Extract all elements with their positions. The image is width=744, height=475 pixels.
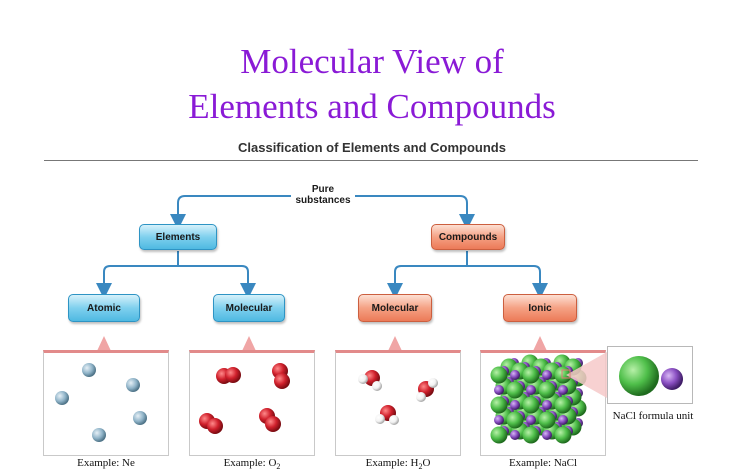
example-ne: Example: Ne: [77, 457, 135, 469]
water-molecules: [358, 370, 438, 425]
sodium-ion: [542, 400, 552, 410]
o2-molecule: [259, 408, 281, 432]
panel-ionic-nacl: [480, 350, 606, 456]
connector-compounds-ionic: [467, 265, 548, 299]
chloride-ion: [522, 366, 540, 384]
sodium-ion: [558, 415, 568, 425]
chloride-ion: [554, 396, 572, 414]
sodium-ion: [494, 385, 504, 395]
chloride-ion: [490, 396, 508, 414]
inset-label: NaCl formula unit: [612, 410, 694, 422]
sodium-ion: [510, 370, 520, 380]
connector-elements-molecular: [178, 265, 256, 299]
pointer-molecular-elements: [242, 336, 256, 351]
title-line-1: Molecular View of: [240, 42, 504, 81]
node-ionic: Ionic: [503, 294, 577, 322]
pointer-molecular-compounds: [388, 336, 402, 351]
node-pure-substances: Pure substances: [290, 176, 356, 214]
oxygen-molecules: [199, 363, 290, 434]
node-atomic: Atomic: [68, 294, 140, 322]
example-h2o-subscript: 2: [418, 462, 423, 472]
example-h2o-prefix: Example: H: [365, 457, 419, 469]
chloride-ion: [506, 411, 524, 429]
o2-molecule: [199, 413, 223, 434]
chloride-ion: [506, 381, 524, 399]
sodium-ion: [558, 385, 568, 395]
sodium-ion: [542, 370, 552, 380]
ne-atom: [133, 411, 147, 425]
sodium-ion: [542, 430, 552, 440]
sodium-ion: [526, 415, 536, 425]
example-o2: Example: O2: [189, 457, 315, 471]
ne-atom: [126, 378, 140, 392]
ne-atom: [92, 428, 106, 442]
divider-rule: [44, 160, 698, 161]
node-molecular-elements: Molecular: [213, 294, 285, 322]
chloride-ion: [538, 381, 556, 399]
connector-pure-compounds: [355, 195, 475, 230]
sodium-ion: [510, 430, 520, 440]
example-h2o-suffix: O: [422, 457, 431, 469]
panel-molecular-o2: [189, 350, 315, 456]
nacl-formula-unit: [619, 356, 683, 396]
ne-atom: [82, 363, 96, 377]
sodium-ion: [661, 368, 683, 390]
panel-molecular-h2o: [335, 350, 461, 456]
example-nacl: Example: NaCl: [508, 457, 578, 469]
example-o2-prefix: Example: O: [223, 457, 277, 469]
connector-compounds-molecular: [387, 265, 467, 299]
connector-pure-elements: [170, 195, 291, 230]
sodium-ion: [510, 400, 520, 410]
sodium-ion: [494, 415, 504, 425]
ne-atom: [55, 391, 69, 405]
chloride-ion: [538, 411, 556, 429]
node-compounds: Compounds: [431, 224, 505, 250]
diagram-subtitle: Classification of Elements and Compounds: [238, 140, 506, 155]
connector-elements-atomic: [96, 265, 178, 299]
nacl-crystal-lattice: [490, 354, 587, 444]
chloride-ion: [554, 426, 572, 444]
sodium-ion: [526, 385, 536, 395]
o2-molecule: [216, 367, 241, 384]
node-pure-line-2: substances: [295, 195, 351, 206]
chloride-ion: [522, 396, 540, 414]
pointer-ionic: [533, 336, 547, 351]
h2o-molecule: [416, 378, 438, 402]
chloride-ion: [490, 366, 508, 384]
chloride-ion: [554, 366, 572, 384]
title-line-2: Elements and Compounds: [188, 87, 556, 126]
node-elements: Elements: [139, 224, 217, 250]
nacl-formula-unit-inset: [607, 346, 693, 404]
h2o-molecule: [375, 405, 399, 425]
o2-molecule: [272, 363, 290, 389]
h2o-molecule: [358, 370, 382, 391]
chloride-ion: [619, 356, 659, 396]
neon-atoms: [55, 363, 147, 442]
node-pure-line-1: Pure: [311, 184, 335, 195]
example-h2o: Example: H2O: [335, 457, 461, 471]
node-molecular-compounds: Molecular: [358, 294, 432, 322]
pointer-atomic: [97, 336, 111, 351]
chloride-ion: [490, 426, 508, 444]
example-o2-subscript: 2: [276, 462, 281, 472]
panel-atomic-ne: [43, 350, 169, 456]
chloride-ion: [522, 426, 540, 444]
